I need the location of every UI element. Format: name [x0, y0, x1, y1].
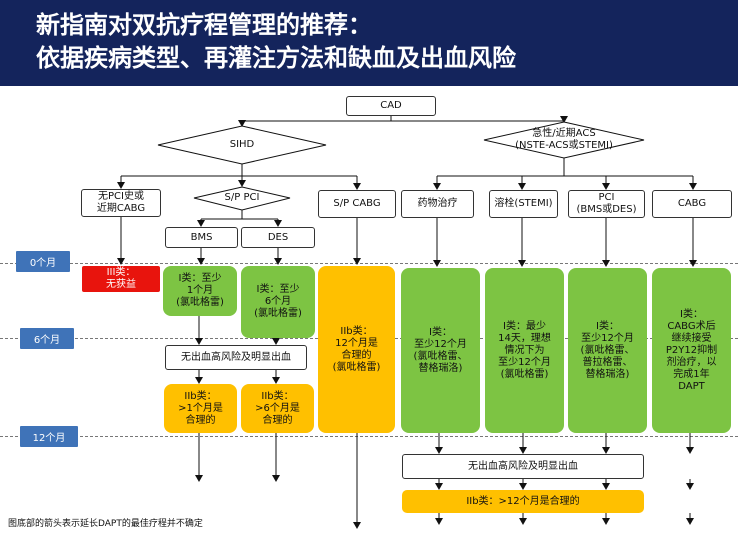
sp-cabg-node: S/P CABG [318, 190, 396, 218]
bms-recommendation: I类：至少 1个月 (氯吡格雷) [163, 266, 237, 316]
drug-therapy-node: 药物治疗 [401, 190, 474, 218]
timeline-lane-12 [0, 436, 738, 437]
no-pci-recommendation: III类： 无获益 [82, 266, 160, 292]
des-recommendation: I类：至少 6个月 (氯吡格雷) [241, 266, 315, 338]
acs-pci-node: PCI (BMS或DES) [568, 190, 645, 218]
cad-node: CAD [346, 96, 436, 116]
acs-cabg-node: CABG [652, 190, 732, 218]
sihd-no-bleeding-risk-box: 无出血高风险及明显出血 [165, 345, 307, 370]
bms-node: BMS [165, 227, 238, 248]
acs-extended-recommendation: IIb类：>12个月是合理的 [402, 490, 644, 513]
sp-cabg-recommendation: IIb类： 12个月是 合理的 (氯吡格雷) [318, 266, 395, 433]
sihd-node: SIHD [229, 139, 255, 150]
title-line-1: 新指南对双抗疗程管理的推荐： [36, 11, 372, 39]
month-12-label: 12个月 [20, 426, 78, 447]
sp-pci-node: S/P PCI [224, 192, 260, 203]
acs-cabg-recommendation: I类： CABG术后 继续接受 P2Y12抑制 剂治疗，以 完成1年 DAPT [652, 268, 731, 433]
lysis-recommendation: I类：最少 14天，理想 情况下为 至少12个月 (氯吡格雷) [485, 268, 564, 433]
title-line-2: 依据疾病类型、再灌注方法和缺血及出血风险 [36, 44, 516, 72]
acs-pci-recommendation: I类： 至少12个月 (氯吡格雷、 普拉格雷、 替格瑞洛) [568, 268, 647, 433]
lysis-node: 溶栓(STEMI) [489, 190, 558, 218]
no-pci-node: 无PCI史或 近期CABG [81, 189, 161, 217]
timeline-lane-0 [0, 263, 738, 264]
des-node: DES [241, 227, 315, 248]
bms-extended-recommendation: IIb类： >1个月是 合理的 [164, 384, 237, 433]
footnote: 图底部的箭头表示延长DAPT的最佳疗程并不确定 [8, 519, 203, 529]
title-banner: 新指南对双抗疗程管理的推荐： 依据疾病类型、再灌注方法和缺血及出血风险 [0, 0, 738, 86]
acs-node: 急性/近期ACS (NSTE-ACS或STEMI) [515, 128, 613, 151]
des-extended-recommendation: IIb类： >6个月是 合理的 [241, 384, 314, 433]
month-0-label: 0个月 [16, 251, 70, 272]
month-6-label: 6个月 [20, 328, 74, 349]
drug-recommendation: I类： 至少12个月 (氯吡格雷、 替格瑞洛) [401, 268, 480, 433]
acs-no-bleeding-risk-box: 无出血高风险及明显出血 [402, 454, 644, 479]
